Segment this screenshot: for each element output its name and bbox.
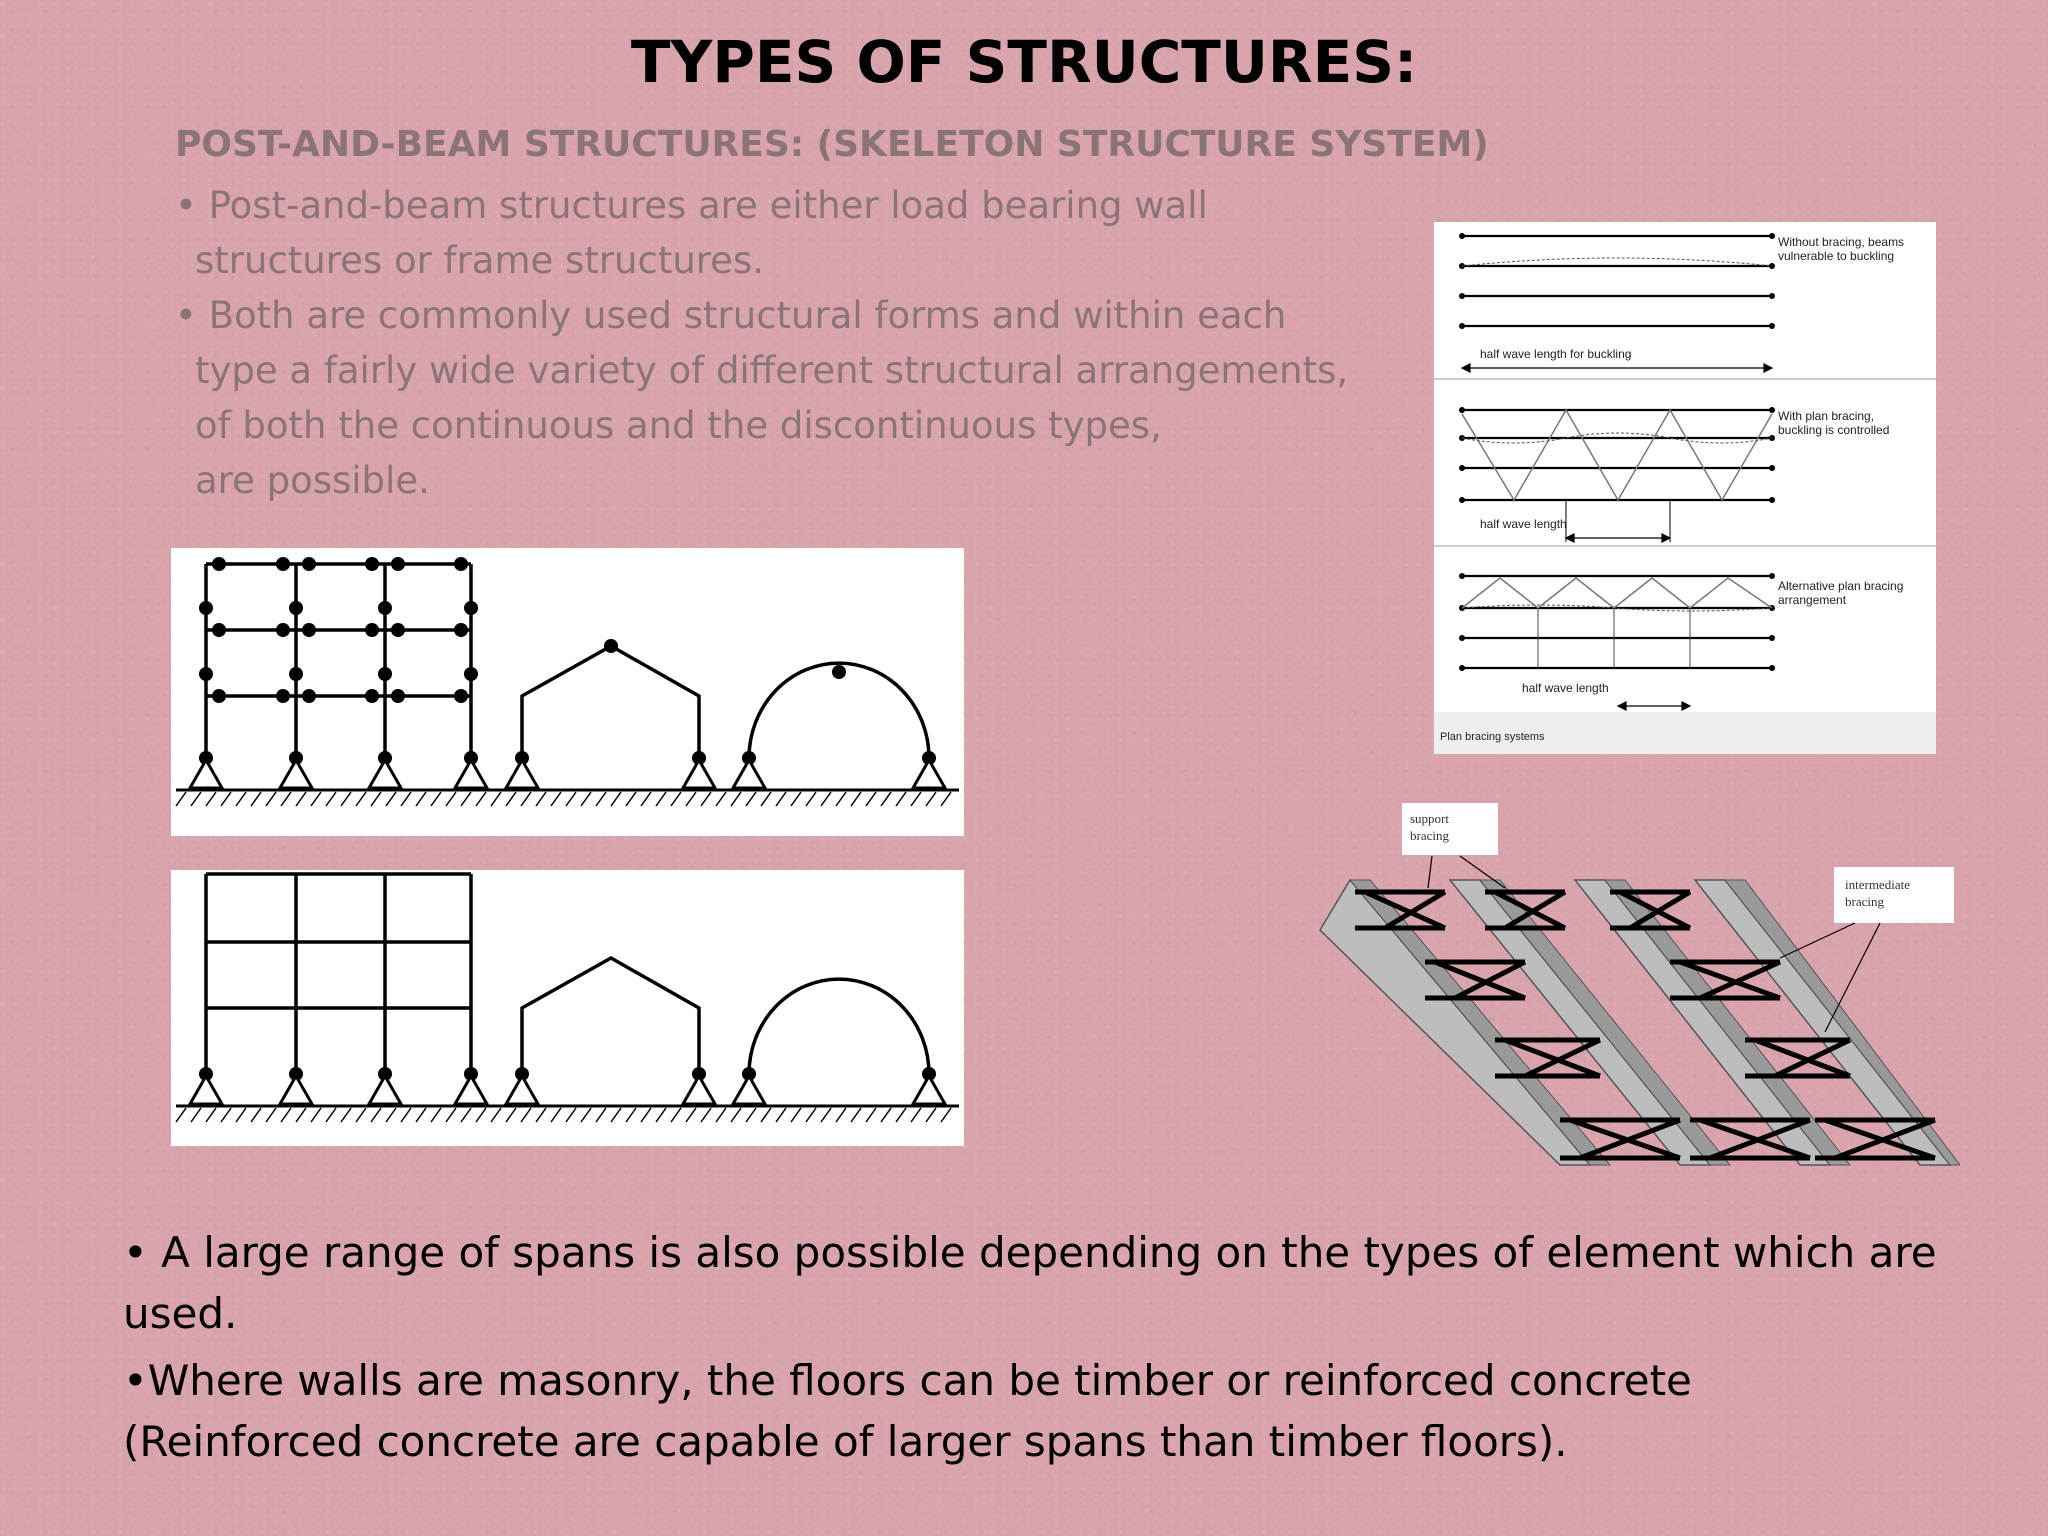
intro-text: • Post-and-beam structures are either lo… [175, 178, 1375, 508]
girder-label: bracing [1410, 828, 1449, 843]
section-subtitle: POST-AND-BEAM STRUCTURES: (SKELETON STRU… [175, 124, 1489, 165]
dimension-label: half wave length [1480, 517, 1567, 531]
diagram-caption: Plan bracing systems [1440, 731, 1545, 743]
intro-line: type a fairly wide variety of different … [195, 349, 1349, 392]
pinned-frames-svg [175, 557, 959, 807]
bracing-note: vulnerable to buckling [1778, 249, 1894, 263]
bracing-note: arrangement [1778, 593, 1847, 607]
intro-line: are possible. [195, 459, 430, 502]
intro-line: • Both are commonly used structural form… [175, 294, 1287, 337]
girder-label: bracing [1845, 894, 1884, 909]
bracing-note: Without bracing, beams [1778, 235, 1904, 249]
bracing-note: Alternative plan bracing [1778, 579, 1903, 593]
plan-bracing-diagram: Without bracing, beams vulnerable to buc… [1434, 222, 1936, 754]
pinned-frames-diagram [171, 548, 964, 836]
slide-title: TYPES OF STRUCTURES: [630, 28, 1418, 96]
dimension-label: half wave length for buckling [1480, 347, 1631, 361]
rigid-frames-diagram [171, 870, 964, 1146]
dimension-label: half wave length [1522, 681, 1609, 695]
bottom-bullet: •Where walls are masonry, the floors can… [123, 1356, 1692, 1466]
plan-bracing-svg: Without bracing, beams vulnerable to buc… [1434, 233, 1936, 754]
intro-line: structures or frame structures. [195, 239, 764, 282]
intro-line: • Post-and-beam structures are either lo… [175, 184, 1208, 227]
intro-line: of both the continuous and the discontin… [195, 404, 1162, 447]
rigid-frames-svg [175, 872, 959, 1123]
girder-label: support [1410, 811, 1449, 826]
bracing-note: With plan bracing, [1778, 409, 1874, 423]
bottom-bullet: • A large range of spans is also possibl… [123, 1228, 1937, 1338]
girder-bracing-illustration: support bracing intermediate bracing [1310, 800, 1962, 1170]
girder-bracing-svg: support bracing intermediate bracing [1319, 803, 1962, 1166]
bracing-note: buckling is controlled [1778, 423, 1889, 437]
girder-label: intermediate [1845, 877, 1910, 892]
bottom-text: • A large range of spans is also possibl… [123, 1222, 1943, 1478]
